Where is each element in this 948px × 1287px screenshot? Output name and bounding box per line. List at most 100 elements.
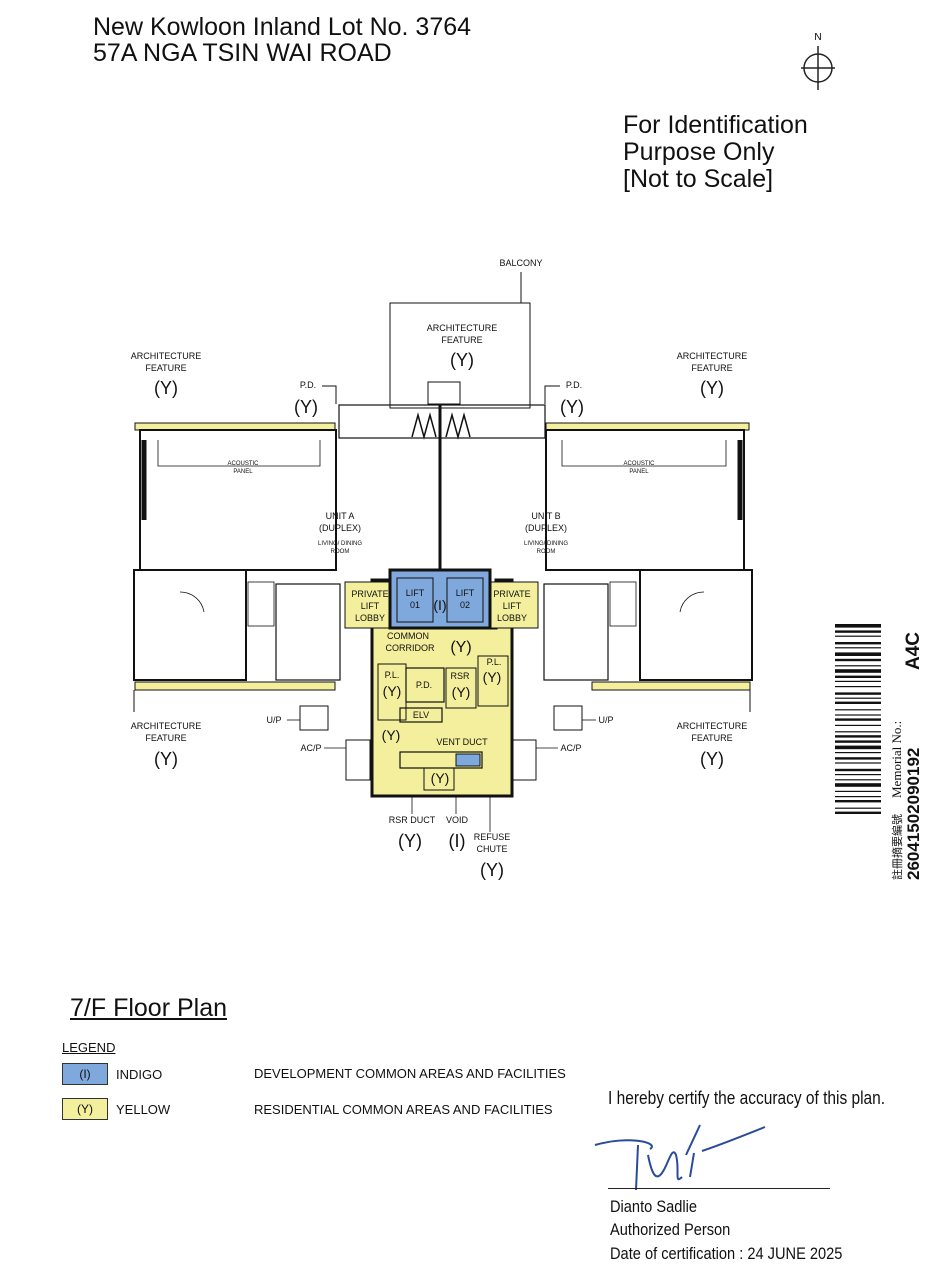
label-vent-duct: VENT DUCT — [436, 737, 488, 747]
label-arch-right-2: FEATURE — [691, 363, 732, 373]
barcode-bar — [835, 790, 881, 792]
label-rsr: RSR — [450, 671, 470, 681]
label-private-left: PRIVATE — [351, 589, 388, 599]
label-arch-lowleft-2: FEATURE — [145, 733, 186, 743]
mark-pl-left: (Y) — [383, 683, 402, 699]
barcode-bar — [835, 718, 881, 721]
label-pl-left: P.L. — [385, 670, 400, 680]
barcode-label-b: 註冊摘要編號 — [890, 814, 904, 880]
barcode-bar — [835, 669, 881, 673]
barcode-bar — [835, 745, 881, 750]
signature-icon — [594, 1124, 766, 1191]
ident-line-3: [Not to Scale] — [623, 165, 774, 193]
certification-statement: I hereby certify the accuracy of this pl… — [608, 1088, 886, 1108]
label-rsr-duct: RSR DUCT — [389, 815, 436, 825]
legend-swatch-indigo: (I) — [62, 1063, 108, 1085]
barcode-bar — [835, 647, 881, 649]
label-pd-core: P.D. — [416, 680, 432, 690]
barcode-bar — [835, 635, 881, 637]
barcode-bar — [835, 701, 881, 704]
barcode-bar — [835, 811, 881, 814]
barcode-bar — [835, 796, 881, 798]
barcode-label: Memorial No.: 註冊摘要編號 26041502090192 A4C — [835, 624, 924, 880]
label-lobby-left: LOBBY — [355, 613, 385, 623]
barcode-bar — [835, 757, 881, 760]
barcode-bar — [835, 779, 881, 781]
label-acp-right: AC/P — [560, 743, 581, 753]
barcode-number: 26041502090192 — [904, 748, 923, 880]
signer-name: Dianto Sadlie — [610, 1197, 697, 1216]
label-unit-b-1: UNIT B — [531, 511, 560, 521]
barcode-bar — [835, 714, 881, 716]
barcode-bars — [835, 624, 881, 814]
legend-desc-indigo: DEVELOPMENT COMMON AREAS AND FACILITIES — [254, 1066, 566, 1081]
barcode-bar — [835, 740, 881, 743]
north-arrow-icon: N — [801, 32, 835, 90]
mark-refuse-core: (Y) — [431, 770, 450, 786]
barcode-bar — [835, 665, 881, 667]
identification-note: For Identification Purpose Only [Not to … — [623, 112, 808, 193]
barcode-bar — [835, 642, 881, 645]
label-unit-a-1: UNIT A — [326, 511, 355, 521]
barcode-bar — [835, 697, 881, 699]
legend-item-yellow: (Y) YELLOW — [62, 1098, 170, 1120]
barcode-bar — [835, 652, 881, 656]
legend-desc-yellow: RESIDENTIAL COMMON AREAS AND FACILITIES — [254, 1102, 553, 1117]
north-label: N — [814, 32, 821, 43]
label-arch-right-1: ARCHITECTURE — [677, 351, 748, 361]
label-lobby-right: LOBBY — [497, 613, 527, 623]
label-refuse: REFUSE — [474, 832, 511, 842]
barcode-bar — [835, 658, 881, 662]
mark-corridor: (Y) — [450, 639, 471, 656]
label-pd-right: P.D. — [566, 380, 582, 390]
label-arch-centre-2: FEATURE — [441, 335, 482, 345]
signature-line — [608, 1188, 830, 1189]
mark-refuse: (Y) — [480, 860, 504, 880]
signer-role: Authorized Person — [610, 1220, 731, 1239]
label-acp-left: AC/P — [300, 743, 321, 753]
barcode-bar — [835, 768, 881, 772]
label-arch-lowright-1: ARCHITECTURE — [677, 721, 748, 731]
label-acoustic-right-1: ACOUSTIC — [623, 461, 655, 467]
label-private-right: PRIVATE — [493, 589, 530, 599]
ident-line-1: For Identification — [623, 111, 808, 139]
legend-heading: LEGEND — [62, 1040, 116, 1055]
label-arch-left-1: ARCHITECTURE — [131, 351, 202, 361]
mark-arch-centre: (Y) — [450, 350, 474, 370]
mark-elv: (Y) — [382, 727, 401, 743]
barcode-bar — [835, 800, 881, 803]
label-living-b-2: ROOM — [537, 549, 556, 555]
label-lift-left: LIFT — [361, 601, 380, 611]
label-unit-b-2: (DUPLEX) — [525, 523, 567, 533]
label-arch-lowleft-1: ARCHITECTURE — [131, 721, 202, 731]
label-arch-centre-1: ARCHITECTURE — [427, 323, 498, 333]
mark-void: (I) — [449, 831, 466, 851]
address: 57A NGA TSIN WAI ROAD — [93, 39, 392, 67]
mark-arch-lowright: (Y) — [700, 749, 724, 769]
barcode-bar — [835, 709, 881, 711]
label-lift02-b: 02 — [460, 600, 470, 610]
label-acoustic-right-2: PANEL — [629, 469, 649, 475]
legend-name-yellow: YELLOW — [116, 1101, 171, 1117]
mark-pl-right: (Y) — [483, 669, 502, 685]
label-unit-a-2: (DUPLEX) — [319, 523, 361, 533]
label-lift01-b: 01 — [410, 600, 420, 610]
mark-rsr-duct: (Y) — [398, 831, 422, 851]
label-void: VOID — [446, 815, 469, 825]
label-up-left: U/P — [266, 715, 281, 725]
barcode-code: A4C — [903, 632, 924, 670]
barcode-bar — [835, 762, 881, 764]
barcode-bar — [835, 680, 881, 682]
label-pd-left: P.D. — [300, 380, 316, 390]
document-title: New Kowloon Inland Lot No. 3764 57A NGA … — [93, 14, 471, 66]
barcode-bar — [835, 735, 881, 738]
label-lift-right: LIFT — [503, 601, 522, 611]
lot-number: New Kowloon Inland Lot No. 3764 — [93, 13, 472, 41]
label-up-right: U/P — [598, 715, 613, 725]
label-balcony: BALCONY — [499, 258, 542, 268]
label-acoustic-left-1: ACOUSTIC — [227, 461, 259, 467]
label-acoustic-left-2: PANEL — [233, 469, 253, 475]
barcode-bar — [835, 774, 881, 776]
barcode-bar — [835, 692, 881, 695]
